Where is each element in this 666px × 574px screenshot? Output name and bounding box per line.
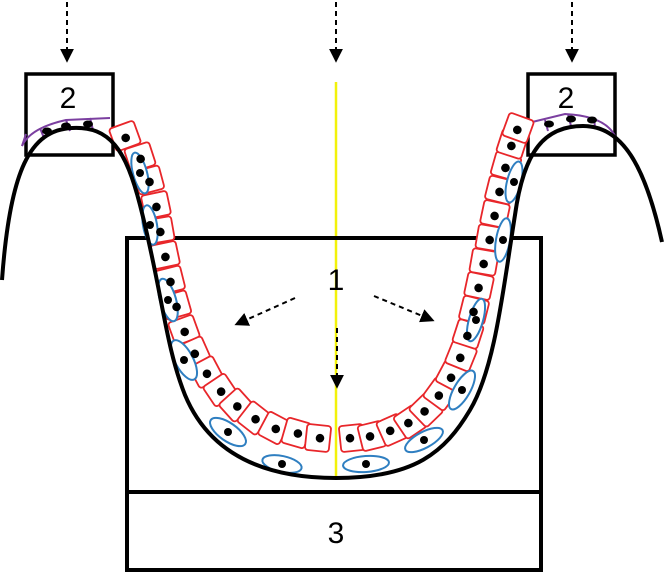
nucleus — [587, 116, 597, 124]
nucleus — [385, 426, 395, 436]
nucleus — [510, 178, 518, 186]
nucleus — [156, 227, 165, 237]
force-arrows — [60, 2, 579, 389]
nucleus — [180, 356, 188, 364]
region-3-box — [125, 490, 543, 572]
nucleus — [190, 349, 200, 359]
nucleus — [145, 177, 154, 187]
arrow-left-diagonal — [234, 297, 296, 326]
region-2-right-box — [526, 72, 617, 157]
nucleus — [233, 402, 242, 411]
nucleus — [315, 433, 325, 443]
nucleus — [271, 424, 281, 434]
nucleus — [152, 202, 161, 212]
label-region-2-right: 2 — [558, 82, 575, 115]
nucleus — [362, 460, 370, 468]
nucleus — [495, 187, 504, 197]
nuclei — [42, 115, 597, 443]
nucleus — [278, 460, 286, 468]
nucleus — [202, 369, 212, 379]
nucleus — [446, 373, 456, 383]
label-region-1: 1 — [328, 264, 345, 297]
nucleus — [216, 387, 226, 396]
nucleus — [455, 353, 465, 363]
nucleus — [479, 259, 488, 269]
nucleus — [501, 163, 510, 173]
basal-outline — [0, 123, 664, 481]
nucleus — [164, 296, 172, 304]
nucleus — [83, 120, 93, 128]
nucleus — [499, 236, 507, 244]
nucleus — [345, 433, 355, 443]
nucleus — [136, 154, 145, 164]
nucleus — [121, 133, 130, 143]
label-region-2-left: 2 — [60, 82, 77, 115]
nucleus — [365, 432, 375, 441]
nucleus — [458, 386, 466, 394]
region-2-left-box — [24, 72, 115, 157]
nucleus — [166, 277, 175, 287]
nucleus — [513, 125, 522, 135]
nucleus — [404, 418, 413, 428]
nucleus — [420, 436, 428, 444]
nucleus — [224, 428, 232, 436]
nucleus — [136, 169, 144, 177]
nucleus — [469, 307, 478, 317]
nucleus — [472, 316, 480, 324]
nucleus — [566, 115, 576, 123]
arrow-right-diagonal — [373, 295, 435, 323]
nucleus — [251, 414, 260, 424]
nucleus — [161, 252, 170, 262]
nucleus — [463, 331, 472, 341]
nucleus — [146, 221, 154, 229]
nucleus — [180, 327, 189, 337]
nucleus — [544, 120, 554, 128]
nucleus — [474, 283, 483, 293]
nucleus — [172, 302, 181, 312]
nucleus — [434, 391, 444, 400]
nucleus — [507, 141, 516, 151]
label-region-3: 3 — [328, 517, 345, 550]
nucleus — [490, 211, 499, 221]
nucleus — [485, 235, 494, 245]
nucleus — [293, 429, 303, 438]
nucleus — [420, 407, 429, 416]
